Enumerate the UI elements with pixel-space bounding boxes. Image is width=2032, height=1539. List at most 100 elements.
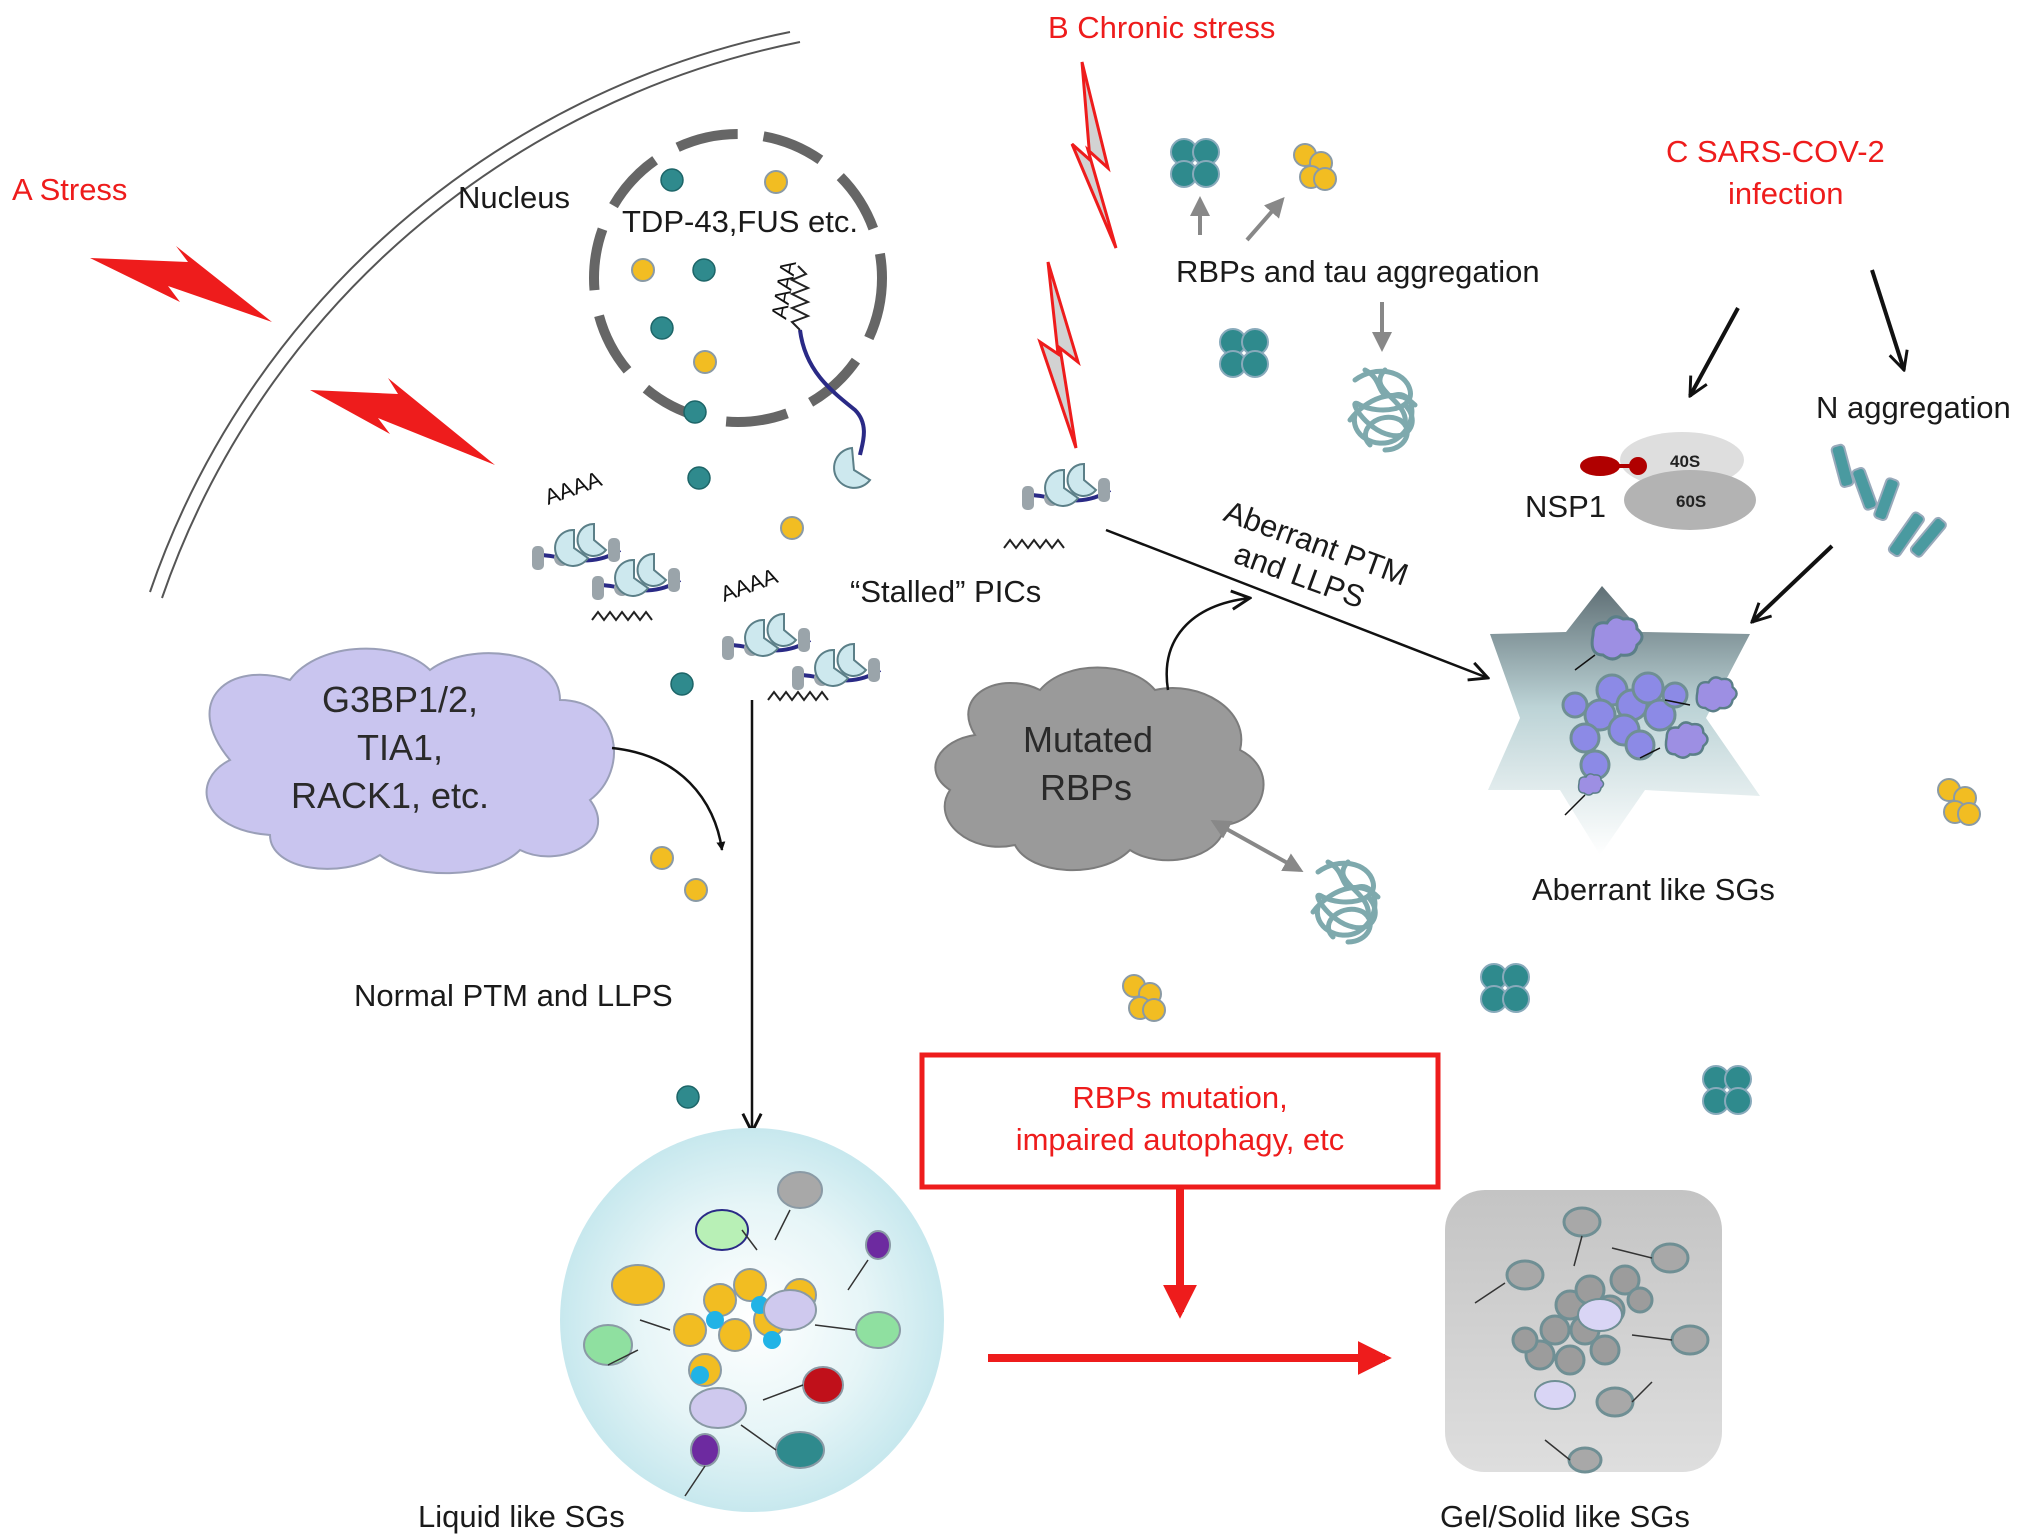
section-c: C SARS-COV-2 infection 40S 60S NSP1 N ag… — [1525, 134, 2011, 622]
fus-protein — [631, 258, 655, 282]
n-aggregation-arrow — [1870, 269, 1904, 370]
g3bp-cloud-line2: TIA1, — [357, 727, 443, 768]
nucleus-contents-label: TDP-43,FUS etc. — [622, 204, 858, 239]
mutated-arrow — [1165, 598, 1250, 691]
fus-protein — [693, 350, 717, 374]
stalled-pics-label: “Stalled” PICs — [850, 574, 1041, 609]
g3bp-cloud-line3: RACK1, etc. — [291, 775, 489, 816]
section-a-label: A Stress — [12, 172, 127, 207]
nucleus-label: Nucleus — [458, 180, 570, 215]
g3bp-arrow — [611, 746, 726, 851]
fus-protein — [684, 878, 708, 902]
fus-protein — [650, 846, 674, 870]
rbp-aggregate — [1219, 328, 1269, 378]
nsp1-protein — [1580, 456, 1620, 476]
liquid-sgs-label: Liquid like SGs — [418, 1499, 625, 1534]
transition-box-line1: RBPs mutation, — [1072, 1080, 1287, 1115]
preinitiation-complex — [590, 551, 682, 602]
n-protein-aggregate — [1830, 443, 1947, 558]
liquid-sg-satellites — [583, 1171, 901, 1497]
aberrant-sg-satellite — [1590, 615, 1644, 661]
transition: RBPs mutation, impaired autophagy, etc — [919, 1052, 1441, 1375]
mutated-cloud-line1: Mutated — [1023, 719, 1153, 760]
section-c-label-line2: infection — [1728, 176, 1843, 211]
aberrant-sg-satellite — [1577, 773, 1605, 796]
tdp43-protein — [676, 1085, 700, 1109]
mutated-cloud: Mutated RBPs — [934, 598, 1378, 942]
preinitiation-complex — [530, 521, 622, 572]
section-b-label: B Chronic stress — [1048, 10, 1275, 45]
nsp1-label: NSP1 — [1525, 489, 1606, 524]
ribosome-60s-label: 60S — [1676, 492, 1706, 511]
transition-box — [919, 1052, 1441, 1190]
n-to-sg-arrow — [1752, 544, 1834, 622]
lightning-bolt-icon — [310, 378, 495, 465]
tdp43-protein — [687, 466, 711, 490]
fus-protein — [780, 516, 804, 540]
polya-label: AAAA — [541, 466, 605, 510]
liquid-sgs: Liquid like SGs — [418, 1128, 944, 1534]
rbp-aggregate — [1122, 974, 1166, 1022]
aberrant-path-arrow — [1105, 528, 1488, 678]
mrna-tail — [1003, 538, 1065, 550]
tau-tangle — [1313, 862, 1378, 942]
rbp-aggregate — [1480, 963, 1530, 1013]
rbp-aggregate — [1702, 1065, 1752, 1115]
gel-sg-core — [1511, 1264, 1654, 1376]
tdp43-protein — [670, 672, 694, 696]
ribosome-40s-label: 40S — [1670, 452, 1700, 471]
normal-path: Normal PTM and LLPS — [354, 700, 752, 1132]
cell-membrane-inner — [161, 41, 801, 599]
rbp-tau-label: RBPs and tau aggregation — [1176, 254, 1540, 289]
aberrant-sg-core — [1561, 671, 1689, 781]
liquid-sg-core — [673, 1268, 817, 1429]
ribosome-60s — [1624, 470, 1756, 530]
transition-box-line2: impaired autophagy, etc — [1016, 1122, 1345, 1157]
mrna-strand — [798, 329, 866, 456]
nsp1-domain — [1629, 457, 1647, 475]
lightning-bolt-icon — [1037, 261, 1081, 449]
rbp-aggregate — [1937, 778, 1981, 826]
polya-label: AAAA — [766, 258, 801, 320]
polya-label: AAAA — [717, 563, 781, 607]
aberrant-sg-satellite — [1664, 721, 1709, 759]
g3bp-cloud: G3BP1/2, TIA1, RACK1, etc. — [205, 647, 726, 875]
rbp-aggregate — [1170, 138, 1220, 188]
liquid-sg-droplet — [560, 1128, 944, 1512]
rbp-aggregate — [1293, 143, 1337, 191]
cell-membrane — [149, 31, 791, 593]
tdp43-protein — [683, 400, 707, 424]
tdp43-protein — [650, 316, 674, 340]
lightning-bolt-icon — [90, 246, 272, 322]
nsp1-arrow — [1688, 307, 1740, 396]
tdp43-protein — [692, 258, 716, 282]
normal-path-label: Normal PTM and LLPS — [354, 978, 673, 1013]
nuclear-envelope — [589, 129, 887, 427]
preinitiation-complex — [720, 611, 812, 662]
fus-protein — [764, 170, 788, 194]
nucleus: Nucleus TDP-43,FUS etc. AAAA — [458, 129, 887, 489]
g3bp-cloud-line1: G3BP1/2, — [322, 679, 478, 720]
aggregation-arrow — [1245, 196, 1285, 242]
lightning-bolt-icon — [1070, 61, 1118, 249]
gel-sgs: Gel/Solid like SGs — [1440, 1190, 1722, 1534]
preinitiation-complex — [1020, 461, 1112, 512]
section-a: A Stress — [12, 31, 801, 599]
section-b: B Chronic stress RBPs and tau aggregatio… — [1037, 10, 1540, 678]
aberrant-sgs-label: Aberrant like SGs — [1532, 872, 1775, 907]
mutated-tau-arrow — [1210, 820, 1304, 872]
mrna-tail — [767, 690, 829, 702]
g3bp-cloud-shape — [205, 647, 615, 875]
stalled-pics: AAAA AAAA “Stalled” PICs — [530, 461, 1112, 702]
n-aggregation-label: N aggregation — [1816, 390, 2011, 425]
polya-tail — [789, 265, 811, 331]
mutated-cloud-line2: RBPs — [1040, 767, 1132, 808]
mrna-tail — [591, 610, 653, 622]
tau-tangle — [1350, 370, 1415, 450]
gel-sgs-label: Gel/Solid like SGs — [1440, 1499, 1690, 1534]
aberrant-sg-satellite — [1695, 676, 1738, 713]
ribosome-subunit — [833, 446, 872, 489]
cytoplasm-proteins — [650, 400, 804, 1109]
aberrant-sgs: Aberrant like SGs — [1488, 586, 1775, 907]
